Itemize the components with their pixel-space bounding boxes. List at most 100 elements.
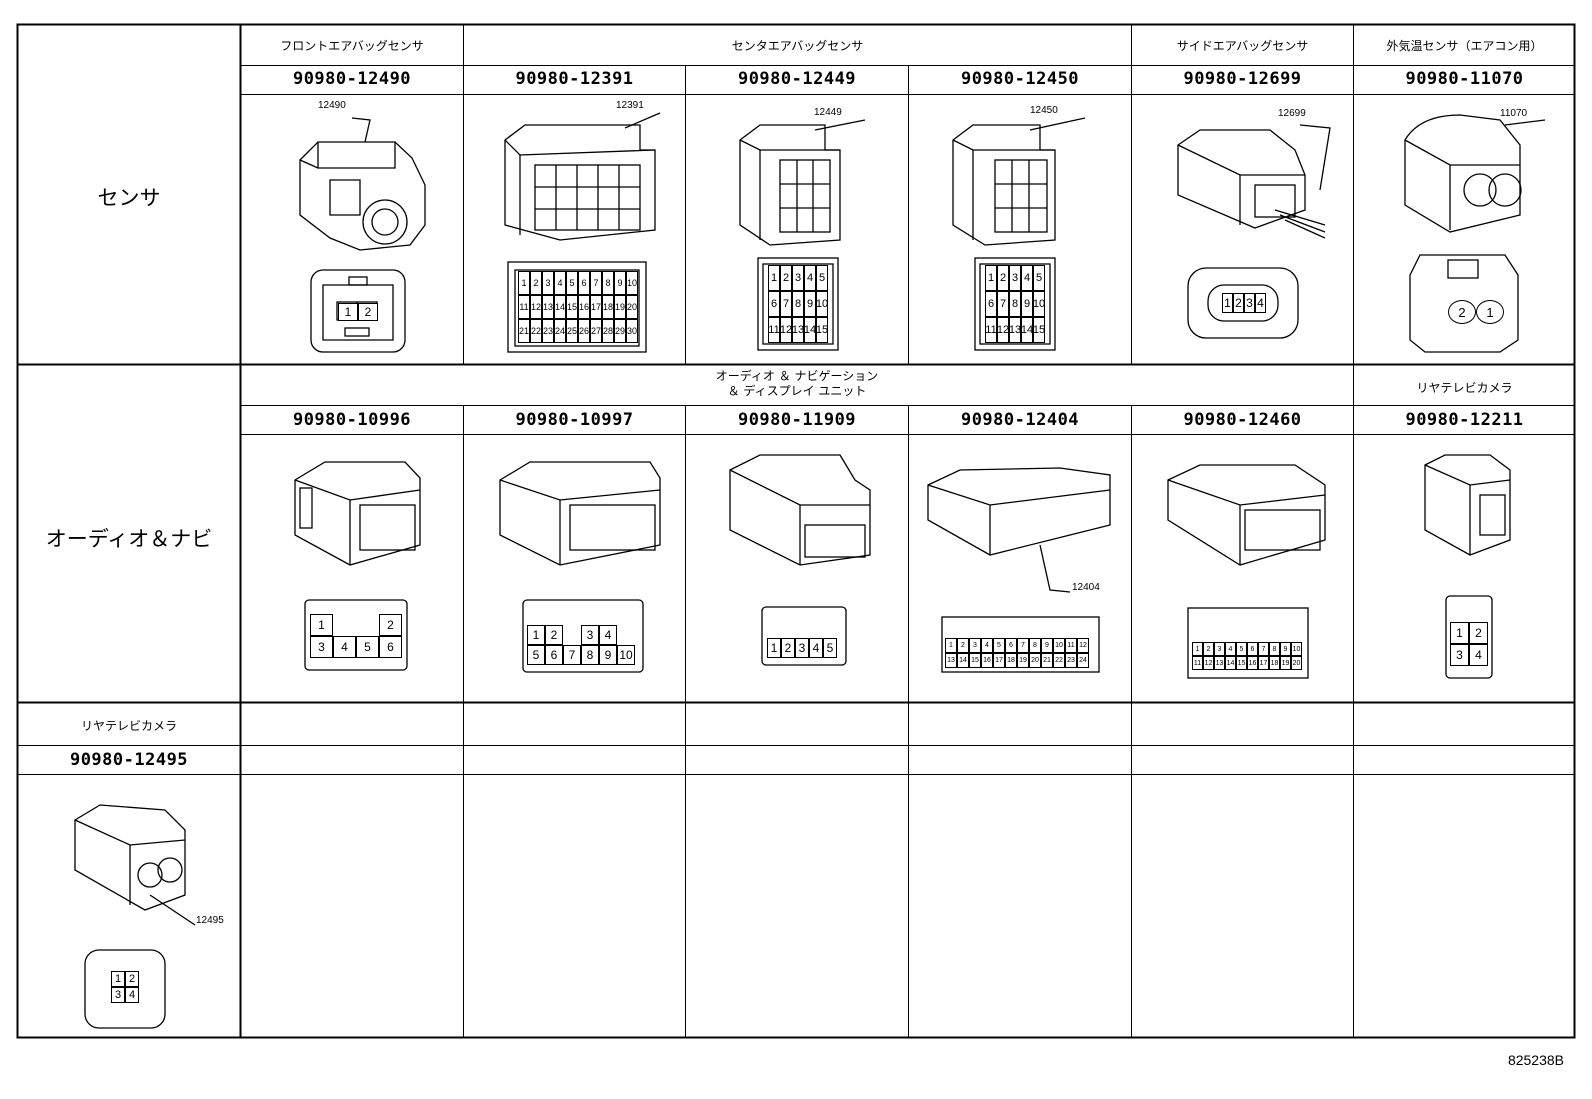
pin-number: 21 <box>1041 653 1053 668</box>
drawing-code: 11070 <box>1500 108 1528 119</box>
part-number: 90980-12699 <box>1183 69 1302 89</box>
pin-number: 2 <box>125 971 139 987</box>
group-header-side-airbag: サイドエアバッグセンサ <box>1176 39 1309 53</box>
connector-10996-drawing <box>294 461 421 671</box>
drawing-code: 12495 <box>196 915 224 926</box>
connector-12449-drawing <box>739 119 866 351</box>
pin-number: 5 <box>993 638 1005 653</box>
group-header-ambient-temp: 外気温センサ（エアコン用） <box>1386 39 1543 53</box>
pin-number: 15 <box>1033 317 1045 343</box>
pin-number: 18 <box>602 295 614 319</box>
pin-number: 5 <box>823 638 837 658</box>
pin-number: 1 <box>527 625 545 645</box>
drawing-code: 12391 <box>616 100 644 111</box>
pin-number: 23 <box>1065 653 1077 668</box>
pin-number: 8 <box>602 271 614 295</box>
connector-drawings-row2 <box>294 454 1511 679</box>
pin-number: 18 <box>1269 656 1280 670</box>
pin-number: 9 <box>804 291 816 317</box>
pin-number: 1 <box>1192 642 1203 656</box>
pin-number: 17 <box>590 295 602 319</box>
pin-number: 2 <box>545 625 563 645</box>
pin-number: 29 <box>614 319 626 343</box>
pin-number: 7 <box>997 291 1009 317</box>
group-header-front-airbag: フロントエアバッグセンサ <box>280 39 424 53</box>
pin-number: 3 <box>792 265 804 291</box>
pin-number: 26 <box>578 319 590 343</box>
pin-number: 20 <box>1291 656 1302 670</box>
pin-number: 1 <box>310 614 333 636</box>
pin-number: 4 <box>1225 642 1236 656</box>
pin-number: 20 <box>1029 653 1041 668</box>
pin-number: 7 <box>563 645 581 665</box>
pin-number: 1 <box>1476 300 1504 324</box>
pin-number: 2 <box>997 265 1009 291</box>
pin-number: 27 <box>590 319 602 343</box>
part-number: 90980-12450 <box>960 69 1080 89</box>
pin-number: 8 <box>581 645 599 665</box>
group-header-line1: オーディオ ＆ ナビゲーション <box>715 369 879 383</box>
pin-number: 7 <box>1017 638 1029 653</box>
pin-number: 3 <box>1214 642 1225 656</box>
pin-number: 4 <box>554 271 566 295</box>
pin-number: 8 <box>1009 291 1021 317</box>
pin-number: 5 <box>1033 265 1045 291</box>
pin-number: 20 <box>626 295 638 319</box>
pin-number: 10 <box>626 271 638 295</box>
pin-number: 1 <box>338 303 358 321</box>
pin-number: 10 <box>617 645 635 665</box>
pin-number: 4 <box>1469 644 1488 666</box>
pin-number: 24 <box>1077 653 1089 668</box>
pin-number: 3 <box>1009 265 1021 291</box>
pin-number: 10 <box>1053 638 1065 653</box>
connector-11909-drawing <box>729 454 871 666</box>
pin-number: 2 <box>1203 642 1214 656</box>
connector-12460-drawing <box>1167 464 1326 679</box>
pin-number: 8 <box>792 291 804 317</box>
pin-number: 19 <box>1280 656 1291 670</box>
pin-number: 2 <box>1448 300 1476 324</box>
pin-number: 9 <box>614 271 626 295</box>
part-number: 90980-12404 <box>960 410 1080 430</box>
pin-number: 13 <box>1214 656 1225 670</box>
pin-number: 14 <box>554 295 566 319</box>
row-label-audio-navi: オーディオ＆ナビ <box>45 527 213 551</box>
pin-number: 2 <box>781 638 795 658</box>
pin-number: 23 <box>542 319 554 343</box>
pin-number: 28 <box>602 319 614 343</box>
pin-number: 3 <box>111 987 125 1003</box>
pin-number: 1 <box>518 271 530 295</box>
pin-number: 14 <box>804 317 816 343</box>
pin-number: 3 <box>1244 293 1255 313</box>
connector-12495-drawing <box>74 804 196 1029</box>
pin-number: 2 <box>530 271 542 295</box>
pin-number: 15 <box>969 653 981 668</box>
pin-number: 4 <box>333 636 356 658</box>
pin-number: 1 <box>768 265 780 291</box>
pin-number: 5 <box>566 271 578 295</box>
pin-number: 11 <box>1065 638 1077 653</box>
pin-number: 1 <box>985 265 997 291</box>
pin-number: 6 <box>768 291 780 317</box>
pin-number: 3 <box>1450 644 1469 666</box>
pin-number: 17 <box>993 653 1005 668</box>
drawing-code: 12699 <box>1278 108 1306 119</box>
pin-number: 7 <box>1258 642 1269 656</box>
pin-number: 6 <box>1005 638 1017 653</box>
part-number: 90980-11909 <box>737 410 857 430</box>
row-label-sensor: センサ <box>97 186 161 210</box>
pin-number: 4 <box>1255 293 1266 313</box>
pin-number: 10 <box>1033 291 1045 317</box>
pin-number: 19 <box>614 295 626 319</box>
pin-number: 2 <box>1469 622 1488 644</box>
pin-number: 11 <box>1192 656 1203 670</box>
pin-number: 22 <box>1053 653 1065 668</box>
pin-number: 1 <box>1222 293 1233 313</box>
pin-number: 22 <box>530 319 542 343</box>
pin-number: 1 <box>1450 622 1469 644</box>
pin-number: 1 <box>111 971 125 987</box>
connector-12699-drawing <box>1177 124 1331 339</box>
part-number: 90980-11070 <box>1405 69 1524 89</box>
pin-number: 5 <box>1236 642 1247 656</box>
reference-number: 825238B <box>1507 1052 1564 1068</box>
